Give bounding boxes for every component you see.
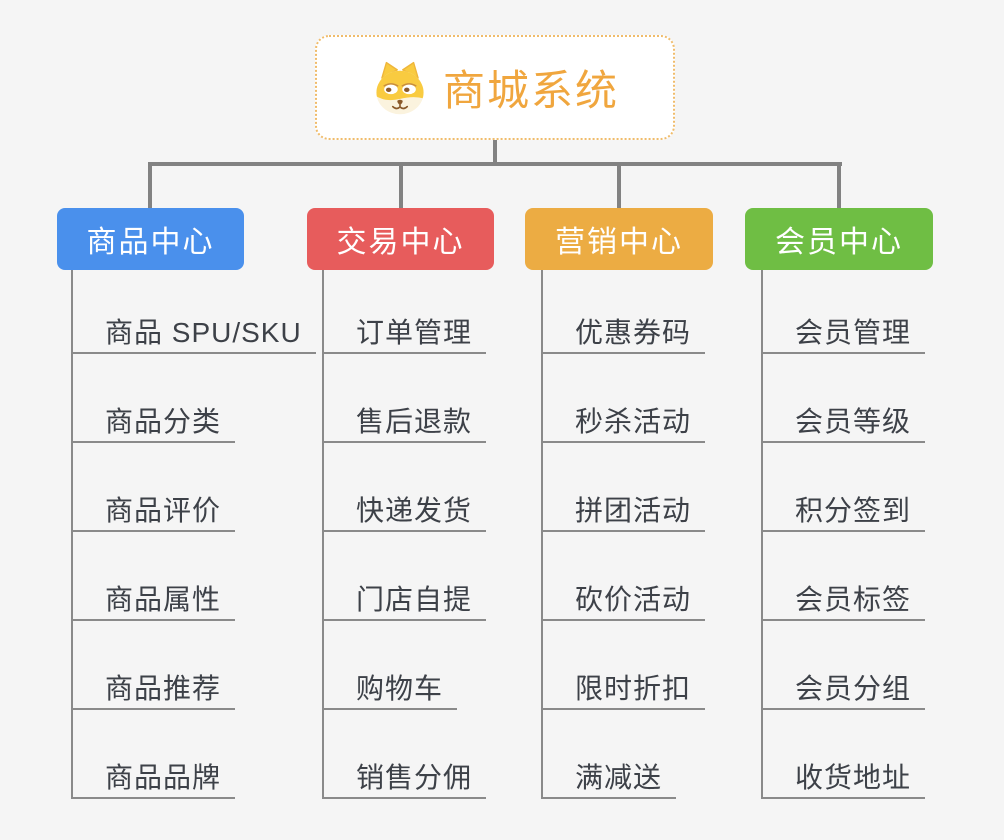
leaf-node[interactable]: 收货地址	[762, 761, 926, 799]
leaf-node[interactable]: 满减送	[542, 761, 677, 799]
root-title: 商城系统	[442, 67, 619, 114]
leaf-node[interactable]: 会员分组	[762, 672, 926, 710]
leaf-node[interactable]: 限时折扣	[542, 672, 706, 710]
leaf-node[interactable]: 商品品牌	[72, 761, 236, 799]
leaf-node[interactable]: 会员管理	[762, 316, 926, 354]
root-node[interactable]: 商城系统	[315, 35, 675, 140]
leaf-node[interactable]: 砍价活动	[542, 583, 706, 621]
leaf-node[interactable]: 商品推荐	[72, 672, 236, 710]
leaf-node[interactable]: 拼团活动	[542, 494, 706, 532]
leaf-node[interactable]: 商品分类	[72, 405, 236, 443]
leaf-node[interactable]: 优惠券码	[542, 316, 706, 354]
leaf-node[interactable]: 快递发货	[323, 494, 487, 532]
leaf-node[interactable]: 秒杀活动	[542, 405, 706, 443]
branch-spine	[761, 270, 763, 799]
branch-spine	[541, 270, 543, 799]
leaf-node[interactable]: 销售分佣	[323, 761, 487, 799]
leaf-node[interactable]: 商品 SPU/SKU	[72, 316, 316, 354]
connector-drop	[837, 162, 841, 212]
branch-node-trade-center[interactable]: 交易中心	[307, 208, 494, 270]
dog-face-icon	[376, 61, 424, 114]
leaf-node[interactable]: 积分签到	[762, 494, 926, 532]
leaf-node[interactable]: 门店自提	[323, 583, 487, 621]
branch-node-marketing-center[interactable]: 营销中心	[525, 208, 713, 270]
branch-node-member-center[interactable]: 会员中心	[745, 208, 933, 270]
connector-horizontal-bar	[148, 162, 842, 166]
leaf-node[interactable]: 订单管理	[323, 316, 487, 354]
connector-drop	[399, 162, 403, 212]
leaf-node[interactable]: 商品属性	[72, 583, 236, 621]
connector-drop	[617, 162, 621, 212]
leaf-node[interactable]: 售后退款	[323, 405, 487, 443]
branch-node-product-center[interactable]: 商品中心	[57, 208, 244, 270]
branch-spine	[71, 270, 73, 799]
leaf-node[interactable]: 购物车	[323, 672, 458, 710]
leaf-node[interactable]: 会员标签	[762, 583, 926, 621]
leaf-node[interactable]: 商品评价	[72, 494, 236, 532]
branch-spine	[322, 270, 324, 799]
connector-root-stem	[493, 138, 497, 166]
leaf-node[interactable]: 会员等级	[762, 405, 926, 443]
connector-drop	[148, 162, 152, 212]
